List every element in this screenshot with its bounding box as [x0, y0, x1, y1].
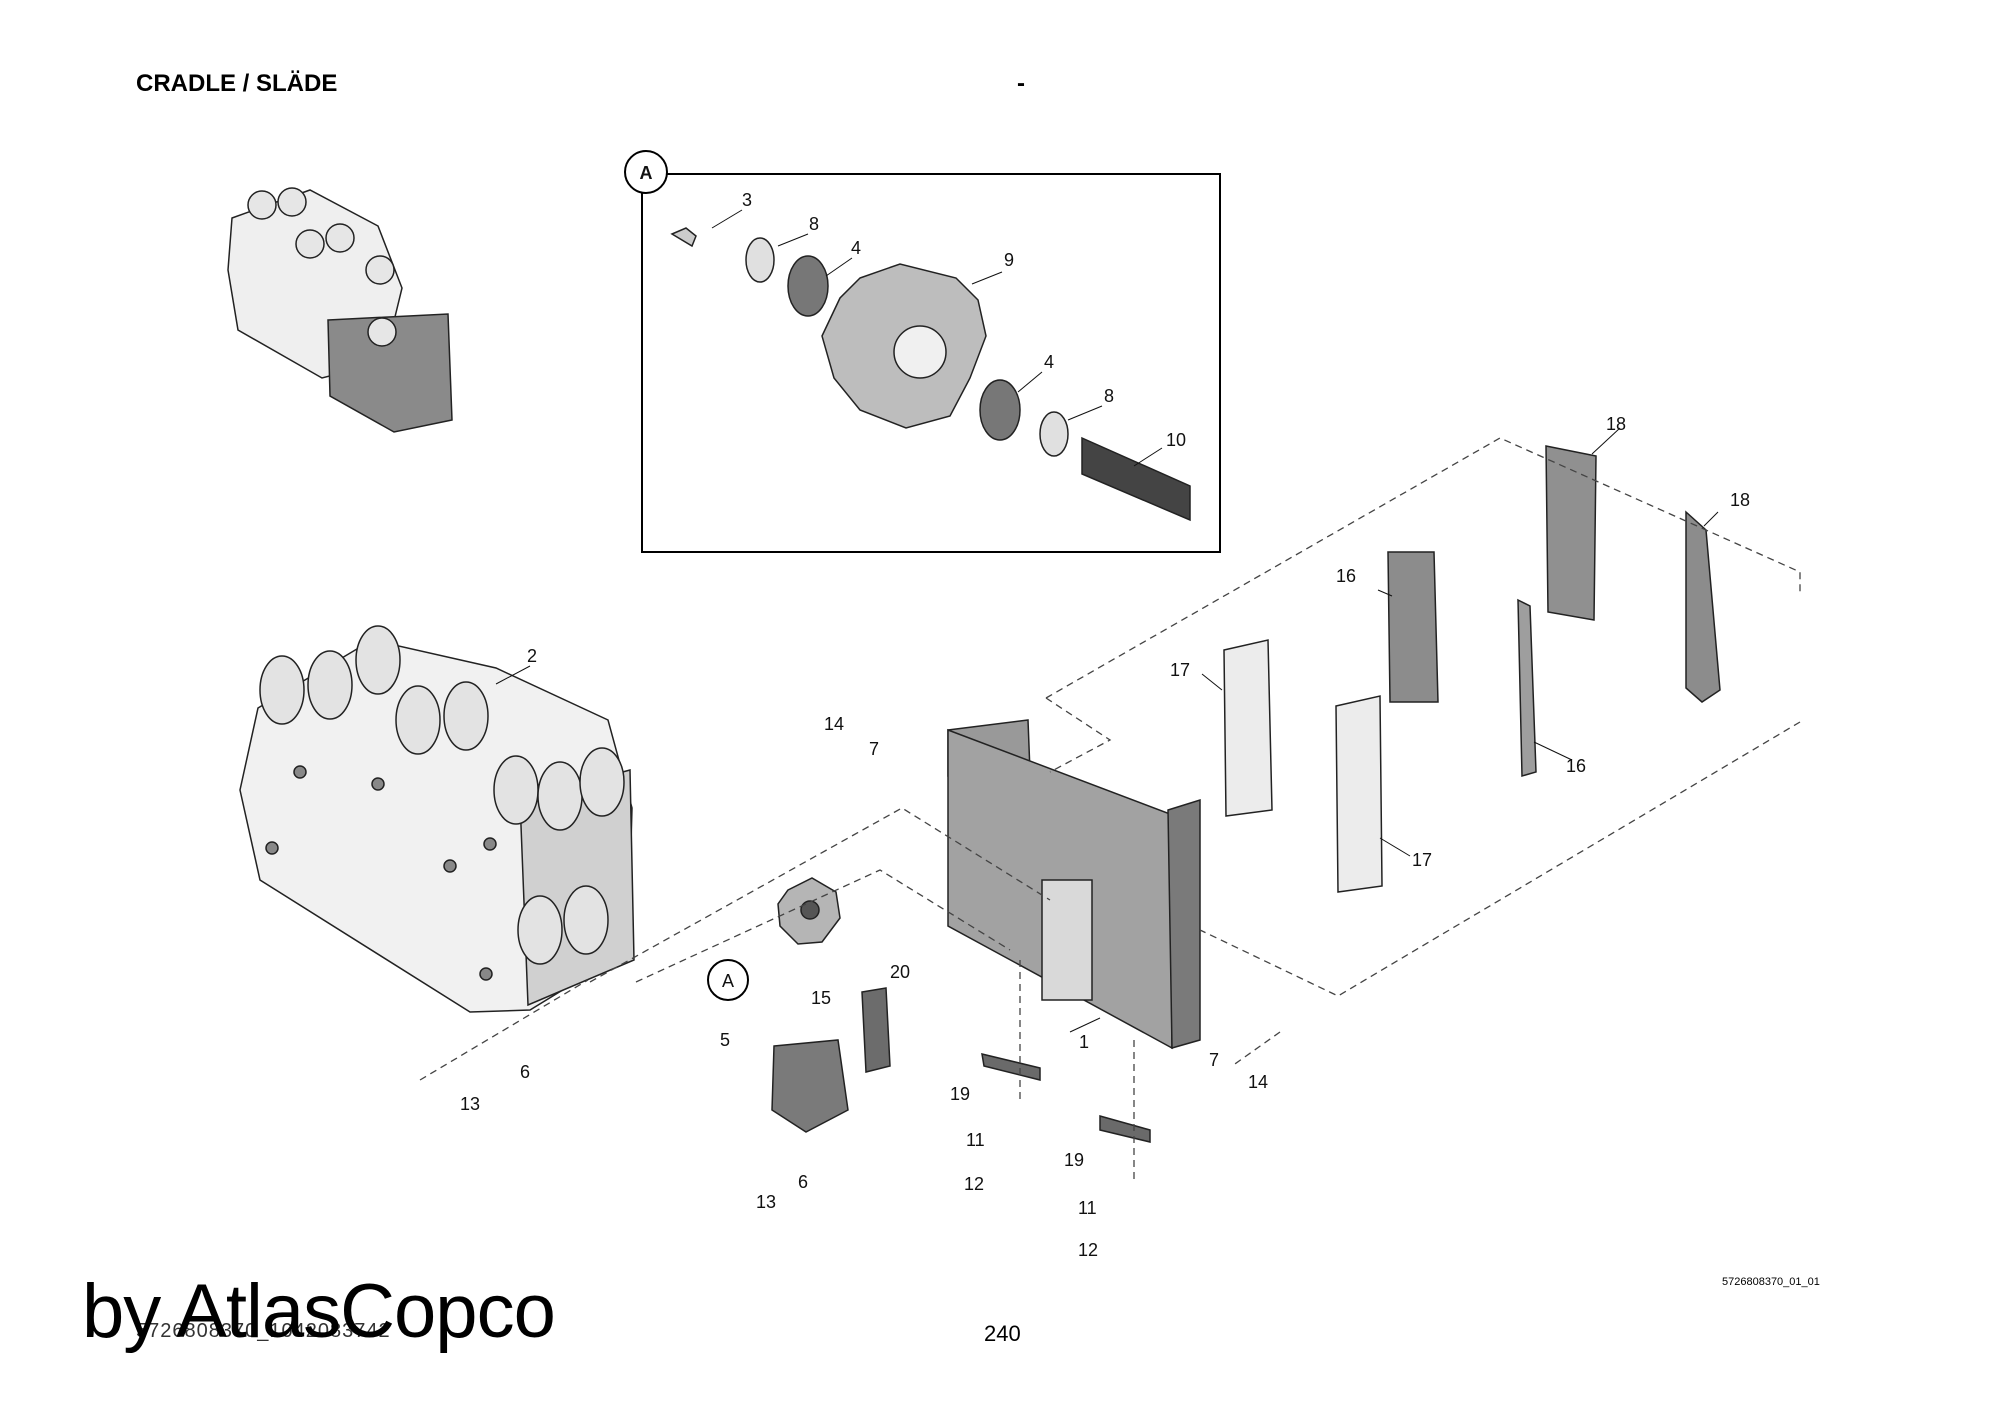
callout-19-left: 19 [950, 1084, 970, 1104]
callout-18-right: 18 [1730, 490, 1750, 510]
callout-7-right: 7 [1209, 1050, 1219, 1070]
callout-8-lower: 8 [1104, 386, 1114, 406]
mounting-plate-part-1 [947, 719, 1201, 1050]
callout-1: 1 [1079, 1032, 1089, 1052]
watermark: by AtlasCopco [82, 1269, 556, 1354]
callout-11-right: 11 [1078, 1198, 1097, 1218]
drawing-id: 5726808370_01_01 [1722, 1276, 1820, 1288]
sprocket-assembly-detail [670, 227, 1191, 522]
callout-19-right: 19 [1064, 1150, 1084, 1170]
assembly-dashed-lines [419, 437, 1801, 1180]
page-title: CRADLE / SLÄDE [136, 70, 338, 97]
detail-a-label: A [640, 163, 653, 183]
callout-7-top: 7 [869, 739, 879, 759]
callout-10: 10 [1166, 430, 1186, 450]
callout-16-right: 16 [1566, 756, 1586, 776]
callout-11-left: 11 [966, 1130, 985, 1150]
callout-3: 3 [742, 190, 752, 210]
callout-2: 2 [527, 646, 537, 666]
callout-12-left: 12 [964, 1174, 984, 1194]
callout-13-left: 13 [460, 1094, 480, 1114]
detail-a-frame: A [624, 150, 1221, 553]
callout-14-top: 14 [824, 714, 844, 734]
overview-cradle [227, 187, 453, 433]
callout-13-lower: 13 [756, 1192, 776, 1212]
callout-4-lower: 4 [1044, 352, 1054, 372]
header-dash: - [1017, 70, 1025, 97]
page-number: 240 [984, 1321, 1021, 1346]
callout-numbers: 1 2 3 4 4 5 6 6 7 7 8 8 9 10 11 11 12 12… [460, 190, 1750, 1260]
callout-20: 20 [890, 962, 910, 982]
detail-a-ref-label: A [722, 971, 734, 991]
callout-16-top: 16 [1336, 566, 1356, 586]
document-code: 5726808370_1042083742 [136, 1320, 391, 1342]
callout-9: 9 [1004, 250, 1014, 270]
bracket-and-small-parts [771, 987, 1151, 1143]
callout-6-lower: 6 [798, 1172, 808, 1192]
callout-6-left: 6 [520, 1062, 530, 1082]
callout-17-top: 17 [1170, 660, 1190, 680]
callout-14-right: 14 [1248, 1072, 1268, 1092]
callout-5: 5 [720, 1030, 730, 1050]
callout-15: 15 [811, 988, 831, 1008]
callout-18-top: 18 [1606, 414, 1626, 434]
callout-4-upper: 4 [851, 238, 861, 258]
callout-17-lower: 17 [1412, 850, 1432, 870]
roller-cradle-part-2 [239, 625, 635, 1013]
wear-strips [1223, 445, 1721, 893]
callout-8-upper: 8 [809, 214, 819, 234]
sprocket-small [707, 877, 841, 1001]
callout-12-right: 12 [1078, 1240, 1098, 1260]
leader-lines [495, 209, 1719, 1033]
